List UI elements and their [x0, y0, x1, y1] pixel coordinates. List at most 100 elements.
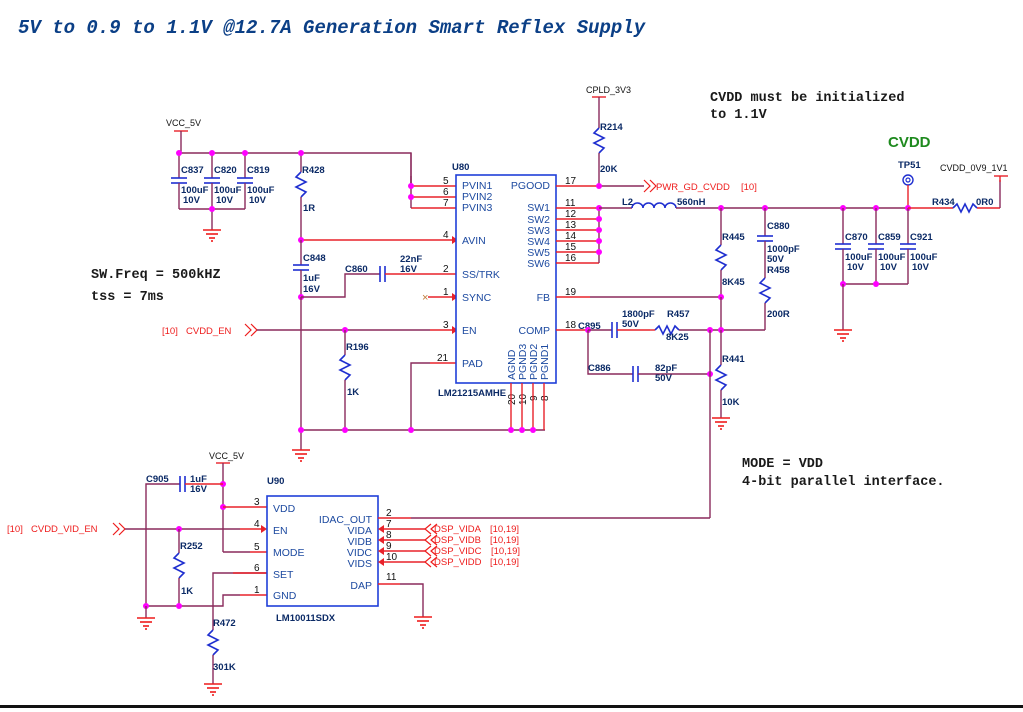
svg-text:50V: 50V: [767, 254, 785, 265]
svg-text:0R0: 0R0: [976, 197, 993, 208]
svg-text:R458: R458: [767, 265, 790, 276]
resistor-R428[interactable]: R428 1R: [294, 153, 325, 240]
svg-text:SW6: SW6: [527, 258, 550, 270]
svg-text:100uF: 100uF: [214, 185, 242, 196]
resistor-R196[interactable]: R196 1K: [338, 330, 369, 430]
svg-text:1: 1: [443, 287, 449, 298]
capacitor-C880[interactable]: C880 1000pF 50V: [757, 208, 800, 278]
svg-text:[10]: [10]: [741, 182, 757, 193]
svg-text:PGND1: PGND1: [539, 344, 551, 380]
svg-text:C820: C820: [214, 165, 237, 176]
cvdd-vid-en-net[interactable]: [10] CVDD_VID_EN: [7, 522, 267, 536]
svg-text:R196: R196: [346, 342, 369, 353]
svg-text:C895: C895: [578, 321, 601, 332]
avin-network: C848 1uF 16V C860 22nF 16V × [10] CVDD_E…: [162, 236, 545, 462]
svg-text:1: 1: [254, 585, 260, 596]
resistor-R445[interactable]: R445 8K45: [714, 208, 745, 297]
svg-text:R445: R445: [722, 232, 745, 243]
svg-text:20: 20: [507, 393, 518, 405]
svg-text:SS/TRK: SS/TRK: [462, 269, 500, 281]
svg-text:VCC_5V: VCC_5V: [209, 451, 244, 461]
svg-text:[10,19]: [10,19]: [490, 524, 519, 535]
svg-text:8K25: 8K25: [666, 332, 689, 343]
pwr-gd-cvdd-net[interactable]: PWR_GD_CVDD [10]: [643, 179, 757, 193]
capacitor-C921[interactable]: C921 100uF 10V: [900, 208, 938, 284]
cvdd-init-note-2: to 1.1V: [710, 108, 768, 123]
svg-text:DSP_VIDA: DSP_VIDA: [434, 524, 482, 535]
svg-text:10V: 10V: [249, 195, 267, 206]
svg-text:CPLD_3V3: CPLD_3V3: [586, 85, 631, 95]
svg-text:C905: C905: [146, 474, 169, 485]
dsp-vidb-net[interactable]: DSP_VIDB [10,19]: [424, 534, 519, 546]
pvin-connections: [408, 153, 458, 209]
svg-text:50V: 50V: [622, 319, 640, 330]
dsp-vidc-net[interactable]: DSP_VIDC [10,19]: [424, 545, 520, 557]
capacitor-C819[interactable]: C819 100uF 10V: [237, 153, 275, 209]
mode-note-2: 4-bit parallel interface.: [742, 475, 945, 490]
resistor-R214[interactable]: R214 20K: [592, 97, 623, 186]
svg-text:C848: C848: [303, 253, 326, 264]
svg-text:SW3: SW3: [527, 225, 550, 237]
resistor-R434[interactable]: R434 0R0: [908, 197, 1000, 214]
svg-text:R457: R457: [667, 309, 690, 320]
svg-text:100uF: 100uF: [247, 185, 275, 196]
svg-text:15: 15: [565, 242, 577, 253]
svg-text:SW5: SW5: [527, 247, 550, 259]
svg-text:L2: L2: [622, 197, 633, 208]
svg-text:100uF: 100uF: [181, 185, 209, 196]
svg-text:AGND: AGND: [506, 349, 518, 380]
svg-text:[10,19]: [10,19]: [490, 535, 519, 546]
svg-text:301K: 301K: [213, 662, 236, 673]
offpage-connector-icon: [643, 179, 651, 193]
capacitor-C837[interactable]: C837 100uF 10V: [171, 153, 209, 209]
cvdd-init-note-1: CVDD must be initialized: [710, 91, 904, 106]
ground-icon: [202, 229, 222, 242]
svg-text:16V: 16V: [190, 484, 208, 495]
output-section: CVDD TP51 C870 100uF 10V C859 100uF 10V: [833, 134, 1008, 342]
svg-text:PVIN1: PVIN1: [462, 180, 493, 192]
ic-U90[interactable]: U90 LM10011SDX 3 VDD 4 EN 5 MODE 6 SET 1…: [254, 476, 398, 624]
svg-text:5: 5: [443, 176, 449, 187]
svg-text:6: 6: [443, 187, 449, 198]
capacitor-C905[interactable]: C905 1uF 16V: [145, 474, 223, 606]
svg-text:VIDA: VIDA: [347, 525, 372, 537]
svg-text:8: 8: [540, 395, 551, 401]
ground-icon: [291, 449, 311, 462]
svg-text:1000pF: 1000pF: [767, 244, 800, 255]
cvdd-en-net[interactable]: [10] CVDD_EN: [162, 323, 458, 337]
svg-text:SW2: SW2: [527, 214, 550, 226]
capacitor-C895[interactable]: 1800pF 50V: [588, 309, 655, 338]
svg-text:U80: U80: [452, 162, 469, 173]
svg-text:R214: R214: [600, 122, 623, 133]
svg-text:560nH: 560nH: [677, 197, 706, 208]
offpage-connector-icon: [244, 323, 252, 337]
svg-text:[10,19]: [10,19]: [490, 557, 519, 568]
capacitor-C848[interactable]: C848 1uF 16V: [293, 240, 326, 297]
ic-U80[interactable]: U80 LM21215AMHE 5 PVIN1 6 PVIN2 7 PVIN3 …: [437, 162, 577, 405]
svg-text:R441: R441: [722, 354, 745, 365]
svg-text:PVIN3: PVIN3: [462, 202, 493, 214]
capacitor-C886[interactable]: C886 82pF 50V: [587, 330, 710, 384]
resistor-R441[interactable]: R441 10K: [714, 330, 745, 418]
capacitor-C860[interactable]: C860 22nF 16V: [301, 254, 458, 298]
capacitor-C870[interactable]: C870 100uF 10V: [835, 208, 873, 284]
svg-text:10K: 10K: [722, 397, 740, 408]
svg-text:R434: R434: [932, 197, 955, 208]
dsp-vida-net[interactable]: DSP_VIDA [10,19]: [424, 523, 519, 535]
capacitor-C820[interactable]: C820 100uF 10V: [204, 153, 242, 209]
resistor-R457[interactable]: R457 8K25: [650, 309, 721, 343]
svg-text:VIDB: VIDB: [347, 536, 372, 548]
svg-text:12: 12: [565, 209, 577, 220]
svg-text:3: 3: [254, 497, 260, 508]
feedback-network: R445 8K45 C880 1000pF 50V R458 200R C895: [556, 205, 800, 518]
resistor-R458[interactable]: R458 200R: [758, 265, 790, 330]
dsp-vidd-net[interactable]: DSP_VIDD [10,19]: [424, 556, 519, 568]
tss-note: tss = 7ms: [91, 290, 164, 305]
resistor-R252[interactable]: R252 1K: [172, 529, 203, 606]
inductor-L2[interactable]: L2 560nH: [622, 197, 706, 209]
svg-text:10: 10: [386, 552, 398, 563]
test-point-TP51[interactable]: [902, 174, 914, 208]
svg-text:FB: FB: [537, 292, 550, 304]
svg-text:PGOOD: PGOOD: [511, 180, 551, 192]
capacitor-C859[interactable]: C859 100uF 10V: [868, 208, 906, 284]
